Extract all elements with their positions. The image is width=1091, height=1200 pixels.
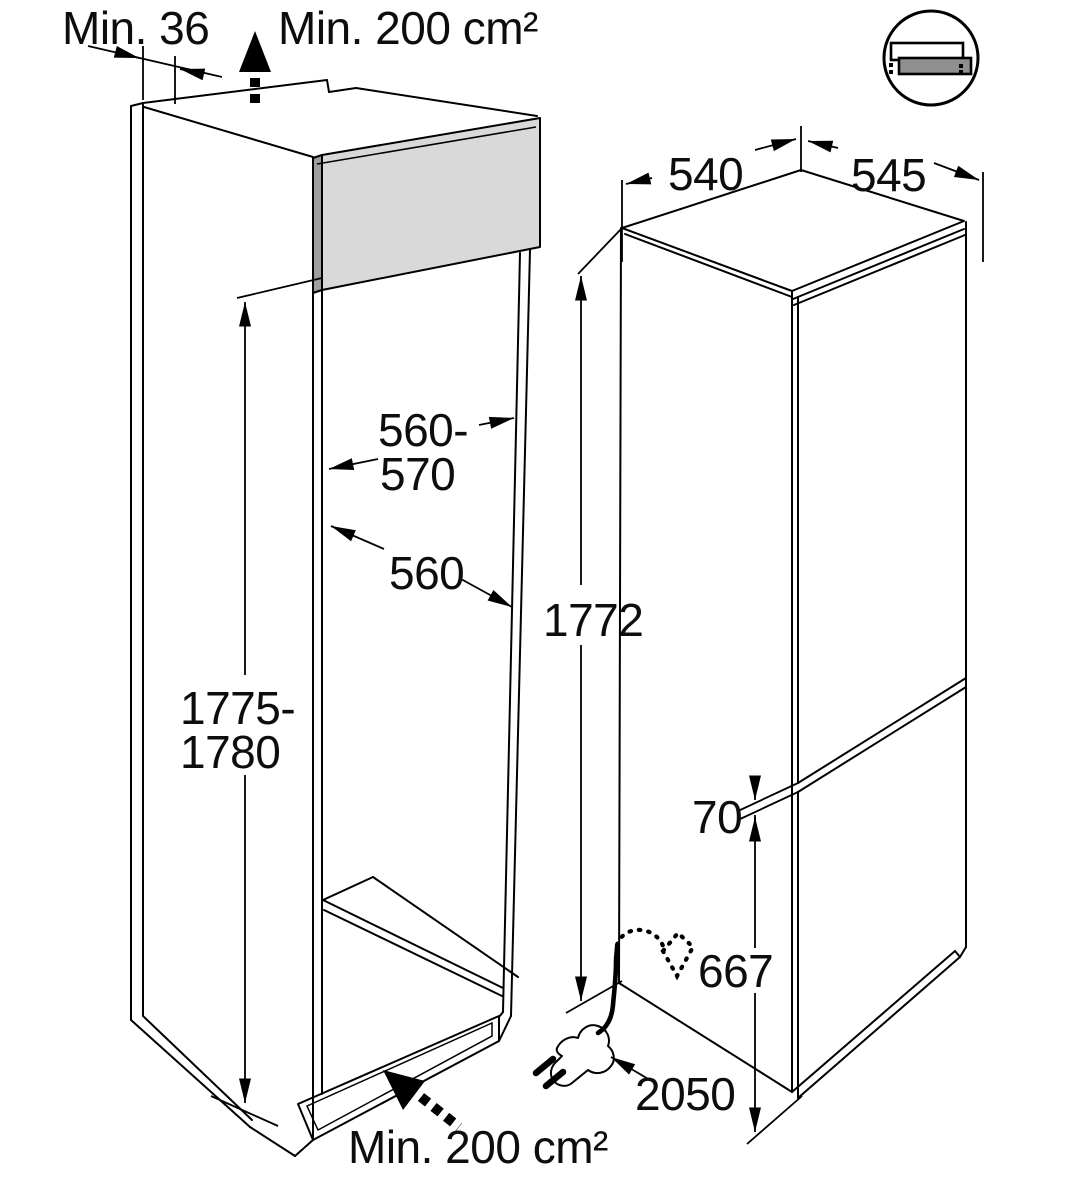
height-label: 1772 [543, 594, 643, 646]
dim-cord-leader [610, 1056, 651, 1081]
outlet-position-dashes-icon [614, 927, 696, 981]
top-vent-area-label: Min. 200 cm² [278, 2, 538, 54]
dim-niche-height [210, 277, 323, 1127]
vent-panel [312, 117, 541, 294]
lower-door-label: 667 [698, 945, 773, 997]
bottom-vent-area-label: Min. 200 cm² [348, 1121, 608, 1173]
door-gap-lines [797, 677, 967, 793]
niche-height-label-2: 1780 [180, 726, 280, 778]
top-clearance-label: Min. 36 [62, 2, 209, 54]
airflow-bottom-arrow-icon [383, 1070, 463, 1131]
niche-depth-label: 560 [389, 547, 464, 599]
airflow-up-arrow-icon [239, 31, 271, 103]
dimension-labels: Min. 36 Min. 200 cm² 540 545 560- 570 56… [62, 2, 927, 1173]
dim-height-1772 [565, 227, 623, 1014]
power-cord [595, 944, 620, 1036]
door-on-door-icon [882, 9, 980, 107]
cord-length-label: 2050 [635, 1068, 735, 1120]
dim-depth-545 [807, 140, 984, 262]
appliance-drawing [618, 169, 967, 1099]
niche-width-label-1: 560- [378, 404, 468, 456]
dim-niche-width [328, 416, 515, 470]
niche-width-label-2: 570 [380, 448, 455, 500]
dim-width-540 [621, 126, 802, 262]
dimension-lines [87, 45, 984, 1145]
power-plug-icon [532, 944, 620, 1090]
depth-label: 545 [851, 149, 926, 201]
width-label: 540 [668, 148, 743, 200]
dim-lower-door [746, 815, 803, 1145]
dim-top-clearance [87, 45, 223, 104]
dim-door-gap [737, 775, 799, 842]
dim-niche-depth [330, 525, 513, 608]
door-gap-label: 70 [692, 791, 742, 843]
cabinet-niche-drawing [130, 79, 541, 1157]
niche-height-label-1: 1775- [180, 682, 295, 734]
